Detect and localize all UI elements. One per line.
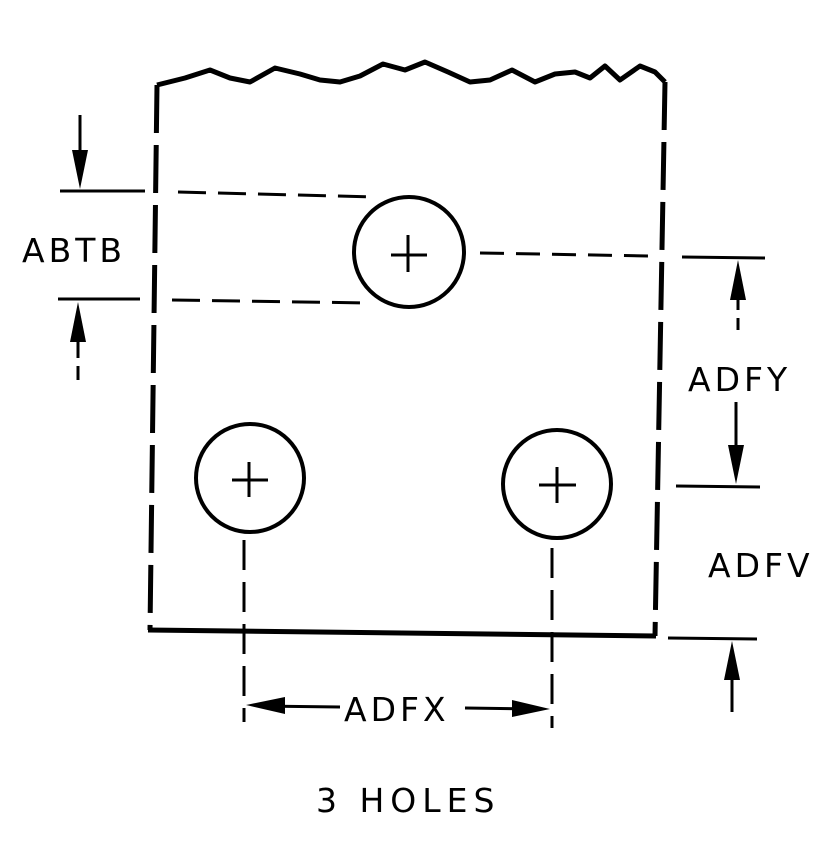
abtb-arrow-top-head xyxy=(72,150,88,189)
plate-bottom-edge xyxy=(147,627,657,639)
hole-bottom-left xyxy=(194,422,306,534)
adfx-arrow-left-head xyxy=(246,697,285,714)
hole-bottom-right-circle xyxy=(501,428,613,540)
adfv-arrow-head xyxy=(724,641,740,680)
hole-bottom-right xyxy=(501,428,613,540)
adfy-extension-bottom xyxy=(675,484,761,489)
hole-bottom-left-circle xyxy=(194,422,306,534)
adfv-label: ADFV xyxy=(708,546,814,585)
adfy-label: ADFY xyxy=(688,360,791,399)
adfy-arrow-up-head xyxy=(730,260,746,300)
abtb-extension-bottom-dashed xyxy=(171,298,371,305)
adfx-arrow-right-head xyxy=(512,700,550,717)
top-hole-centerline xyxy=(479,251,651,258)
adfv-extension-bottom xyxy=(667,636,758,641)
adfx-label: ADFX xyxy=(344,690,450,729)
abtb-extension-top-dashed xyxy=(177,190,376,199)
adfy-extension-top xyxy=(681,255,766,260)
plate-broken-top-edge xyxy=(156,59,667,88)
abtb-label: ABTB xyxy=(22,231,126,270)
hole-top-circle xyxy=(352,195,466,309)
hole-top xyxy=(352,195,466,309)
plate-right-edge xyxy=(652,81,668,637)
plate-left-edge xyxy=(147,84,160,631)
holes-caption: 3 HOLES xyxy=(316,781,500,820)
abtb-arrow-bottom-head xyxy=(70,302,86,342)
adfy-arrow-down-head xyxy=(728,445,744,484)
